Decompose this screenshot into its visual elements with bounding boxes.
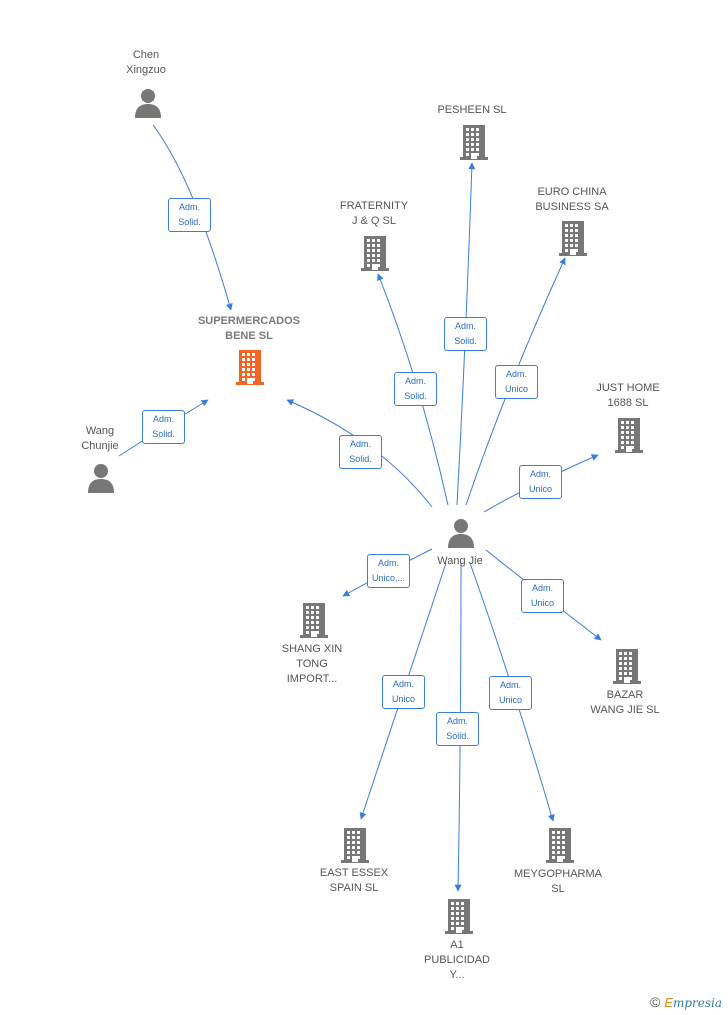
node-label-line: J & Q SL <box>351 215 397 227</box>
node-label-line: SPAIN SL <box>329 882 379 894</box>
node-label-line: FRATERNITY <box>339 200 409 212</box>
edge-label-line: Adm. <box>392 679 414 689</box>
supermercados-building-icon[interactable] <box>235 349 265 385</box>
brand-name: mpresia <box>673 996 723 1010</box>
edge-label-supermercados[interactable]: Adm. Solid. <box>168 198 211 232</box>
empresia-logo: ©Empresia <box>650 994 722 1010</box>
euro_china-building-icon[interactable] <box>558 220 588 256</box>
edge-label-line: Unico,... <box>372 573 406 583</box>
edge-label-bazar[interactable]: Adm. Unico <box>521 579 564 613</box>
just_home-building-icon[interactable] <box>614 417 644 453</box>
edge-label-line: Solid. <box>446 731 469 741</box>
shang_xin-building-icon[interactable] <box>299 602 329 638</box>
euro_china-label[interactable]: EURO CHINA BUSINESS SA <box>507 185 637 215</box>
edge-label-line: Adm. <box>499 680 521 690</box>
east_essex-label[interactable]: EAST ESSEX SPAIN SL <box>289 866 419 896</box>
node-label-line: EURO CHINA <box>537 186 607 198</box>
node-label-line: SHANG XIN <box>281 643 343 655</box>
node-label-line: Chunjie <box>81 440 119 452</box>
edge-label-east_essex[interactable]: Adm. Unico <box>382 675 425 709</box>
meygopharma-label[interactable]: MEYGOPHARMA SL <box>493 867 623 897</box>
a1-building-icon[interactable] <box>444 898 474 934</box>
edge-label-supermercados[interactable]: Adm. Solid. <box>142 410 185 444</box>
node-label-line: PESHEEN SL <box>437 104 507 116</box>
edge-label-line: Unico <box>504 384 528 394</box>
node-label-line: BUSINESS SA <box>535 201 609 213</box>
edge-label-shang_xin[interactable]: Adm. Unico,... <box>367 554 410 588</box>
edge-label-line: Adm. <box>349 439 371 449</box>
edge-label-a1[interactable]: Adm. Solid. <box>436 712 479 746</box>
edge-label-line: Adm. <box>531 583 553 593</box>
edge-label-line: Solid. <box>404 391 427 401</box>
edge-label-euro_china[interactable]: Adm. Unico <box>495 365 538 399</box>
edge-label-line: Unico <box>530 598 554 608</box>
edge-label-fraternity[interactable]: Adm. Solid. <box>394 372 437 406</box>
node-label-line: BAZAR <box>606 689 644 701</box>
edge-label-line: Solid. <box>454 336 477 346</box>
node-label-line: SL <box>551 883 565 895</box>
shang_xin-label[interactable]: SHANG XIN TONG IMPORT... <box>247 642 377 687</box>
edge-label-line: Solid. <box>152 429 175 439</box>
copyright-symbol: © <box>650 994 661 1010</box>
east_essex-building-icon[interactable] <box>340 827 370 863</box>
pesheen-building-icon[interactable] <box>459 124 489 160</box>
node-label-line: IMPORT... <box>286 673 338 685</box>
meygopharma-building-icon[interactable] <box>545 827 575 863</box>
edge-label-line: Adm. <box>377 558 399 568</box>
node-label-line: EAST ESSEX <box>319 867 389 879</box>
node-label-line: SUPERMERCADOS <box>197 315 301 327</box>
edge-label-line: Solid. <box>178 217 201 227</box>
fraternity-building-icon[interactable] <box>360 235 390 271</box>
node-label-line: Wang <box>85 425 115 437</box>
node-label-line: PUBLICIDAD <box>423 954 491 966</box>
pesheen-label[interactable]: PESHEEN SL <box>407 103 537 118</box>
chen-person-icon[interactable] <box>134 88 162 118</box>
node-label-line: Chen <box>132 49 160 61</box>
wang_chunjie-person-icon[interactable] <box>87 463 115 493</box>
edge-label-line: Adm. <box>446 716 468 726</box>
node-label-line: Xingzuo <box>126 64 166 76</box>
edge-label-pesheen[interactable]: Adm. Solid. <box>444 317 487 351</box>
bazar-building-icon[interactable] <box>612 648 642 684</box>
edge-label-line: Adm. <box>404 376 426 386</box>
node-label-line: BENE SL <box>225 330 273 342</box>
bazar-label[interactable]: BAZAR WANG JIE SL <box>560 688 690 718</box>
edge-label-line: Unico <box>528 484 552 494</box>
wang_jie-person-icon[interactable] <box>447 518 475 548</box>
edge-label-line: Unico <box>498 695 522 705</box>
edge-label-supermercados[interactable]: Adm. Solid. <box>339 435 382 469</box>
edge-label-just_home[interactable]: Adm. Unico <box>519 465 562 499</box>
edge-label-line: Adm. <box>152 414 174 424</box>
edge-label-line: Adm. <box>178 202 200 212</box>
wang_jie-label[interactable]: Wang Jie <box>395 554 525 569</box>
edge-label-line: Adm. <box>529 469 551 479</box>
edge-label-line: Solid. <box>349 454 372 464</box>
supermercados-label[interactable]: SUPERMERCADOS BENE SL <box>184 314 314 344</box>
edge-label-line: Adm. <box>505 369 527 379</box>
brand-initial: E <box>664 995 673 1010</box>
edge-label-meygopharma[interactable]: Adm. Unico <box>489 676 532 710</box>
node-label-line: WANG JIE SL <box>590 704 660 716</box>
fraternity-label[interactable]: FRATERNITY J & Q SL <box>309 199 439 229</box>
node-label-line: MEYGOPHARMA <box>513 868 602 880</box>
node-label-line: A1 <box>450 939 464 951</box>
node-label-line: 1688 SL <box>607 397 649 409</box>
just_home-label[interactable]: JUST HOME 1688 SL <box>563 381 693 411</box>
node-label-line: TONG <box>296 658 328 670</box>
node-label-line: Y... <box>449 969 465 981</box>
edge-label-line: Unico <box>391 694 415 704</box>
node-label-line: Wang Jie <box>437 555 483 567</box>
node-label-line: JUST HOME <box>596 382 660 394</box>
edge-label-line: Adm. <box>454 321 476 331</box>
